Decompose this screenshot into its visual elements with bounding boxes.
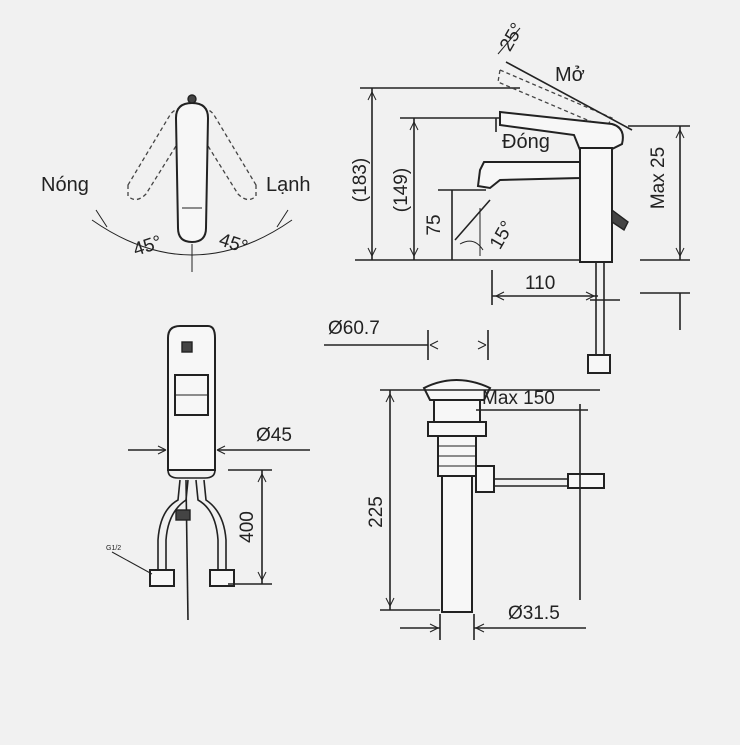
max-deck-dim: Max 25	[648, 147, 669, 209]
angle-left-label: 45°	[131, 232, 165, 261]
reach-dim: 110	[525, 273, 555, 294]
supply-hoses	[149, 479, 235, 621]
front-view: Ø45 400 G1/2	[106, 325, 310, 621]
total-height-dim: (183)	[350, 158, 371, 202]
closed-label: Đóng	[502, 131, 550, 153]
hot-label: Nóng	[41, 174, 89, 196]
lever-angle-label: 25°	[496, 20, 529, 55]
base-diameter-dim: Ø45	[256, 425, 292, 446]
spout-angle-label: 15°	[486, 218, 519, 253]
supply-hose-side	[587, 262, 620, 374]
drain-top-dim: Ø60.7	[328, 318, 380, 339]
thread-label: G1/2	[106, 545, 121, 552]
drain-assembly: Ø60.7 225 Max 150 Ø31.5	[324, 318, 605, 640]
angle-right-label: 45°	[216, 230, 250, 259]
spout-height-dim: (149)	[391, 168, 412, 212]
hose-length-dim: 400	[237, 511, 258, 543]
max-thickness-dim: Max 150	[482, 388, 555, 409]
spout-clearance-dim: 75	[424, 214, 445, 235]
faucet-body	[476, 110, 629, 263]
lever-center-position	[174, 94, 210, 244]
drain-pipe-dim: Ø31.5	[508, 603, 560, 624]
top-view: Nóng Lạnh 45° 45°	[41, 94, 311, 272]
side-view: (183) (149) 75 25° 15° Mở Đóng Max 25 11…	[350, 20, 690, 374]
drain-length-dim: 225	[366, 496, 387, 528]
cold-label: Lạnh	[266, 174, 311, 196]
open-label: Mở	[555, 64, 585, 86]
